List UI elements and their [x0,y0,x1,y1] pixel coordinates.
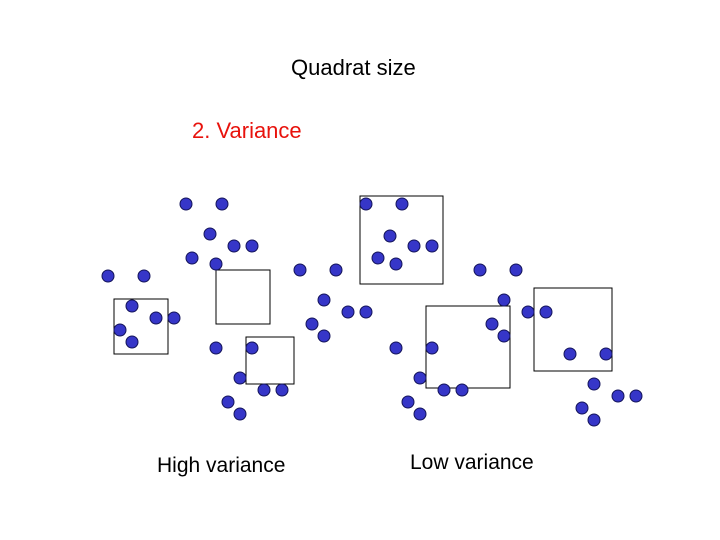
point-dot [563,347,577,361]
quadrat-box [359,195,444,285]
point-dot [599,347,613,361]
quadrat-box [215,269,271,325]
point-dot [389,341,403,355]
point-dot [407,239,421,253]
point-dot [425,239,439,253]
diagram-title: Quadrat size [291,55,416,80]
point-dot [245,341,259,355]
point-dot [257,383,271,397]
quadrat-box [425,305,511,389]
point-dot [455,383,469,397]
point-dot [389,257,403,271]
point-dot [167,311,181,325]
quadrat-box [245,336,295,385]
point-dot [209,257,223,271]
point-dot [425,341,439,355]
point-dot [233,407,247,421]
quadrat-box [533,287,613,372]
point-dot [149,311,163,325]
point-dot [539,305,553,319]
point-dot [575,401,589,415]
point-dot [371,251,385,265]
point-dot [473,263,487,277]
caption-high-variance: High variance [157,454,286,477]
point-dot [317,329,331,343]
point-dot [611,389,625,403]
point-dot [413,371,427,385]
point-dot [329,263,343,277]
point-dot [497,293,511,307]
point-dot [233,371,247,385]
point-dot [509,263,523,277]
point-dot [359,197,373,211]
point-dot [587,413,601,427]
point-dot [185,251,199,265]
point-dot [137,269,151,283]
point-dot [437,383,451,397]
point-dot [305,317,319,331]
point-dot [113,323,127,337]
point-dot [383,229,397,243]
point-dot [227,239,241,253]
point-dot [293,263,307,277]
quadrat-box [113,298,169,355]
point-dot [413,407,427,421]
point-dot [521,305,535,319]
point-dot [209,341,223,355]
point-dot [101,269,115,283]
diagram-subtitle: 2. Variance [192,118,302,143]
quadrats [113,195,613,389]
point-dot [629,389,643,403]
point-dot [395,197,409,211]
point-dot [485,317,499,331]
point-dot [179,197,193,211]
point-dot [317,293,331,307]
point-dot [203,227,217,241]
point-dot [245,239,259,253]
point-dot [215,197,229,211]
point-dot [497,329,511,343]
point-dot [401,395,415,409]
point-dot [359,305,373,319]
point-dot [275,383,289,397]
points [101,197,643,427]
point-dot [125,335,139,349]
point-dot [125,299,139,313]
point-dot [341,305,355,319]
caption-low-variance: Low variance [410,451,534,474]
point-dot [221,395,235,409]
point-dot [587,377,601,391]
